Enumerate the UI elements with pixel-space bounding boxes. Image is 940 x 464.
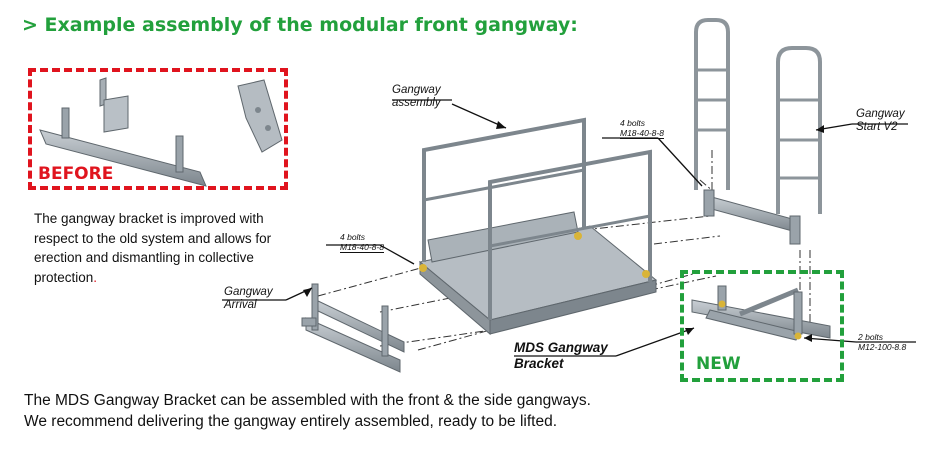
- bolts-right-count: 2 bolts: [858, 332, 884, 342]
- gangway-start-illustration: [694, 18, 822, 245]
- before-label: BEFORE: [38, 164, 114, 184]
- bolts-left-count: 4 bolts: [340, 232, 366, 242]
- gangway-start-label-line1: Gangway: [856, 108, 905, 120]
- gangway-assembly-label: Gangway assembly: [392, 84, 441, 110]
- bolts-right-label: 2 bolts M12-100-8.8: [858, 332, 906, 352]
- gangway-assembly-illustration: [418, 117, 658, 336]
- new-box: [680, 270, 844, 382]
- gangway-assembly-label-line1: Gangway: [392, 84, 441, 96]
- gangway-arrival-label-line2: Arrival: [224, 299, 257, 311]
- gangway-start-label-line2: Start V2: [856, 121, 898, 133]
- gangway-arrival-label: Gangway Arrival: [224, 286, 273, 312]
- footer-line1: The MDS Gangway Bracket can be assembled…: [24, 392, 591, 409]
- bolts-right-spec: M12-100-8.8: [858, 342, 907, 352]
- page-title: > Example assembly of the modular front …: [22, 14, 578, 36]
- bolts-top-label: 4 bolts M18-40-8-8: [620, 118, 664, 139]
- gangway-arrival-label-line1: Gangway: [224, 286, 273, 298]
- gangway-assembly-label-line2: assembly: [392, 97, 441, 109]
- bolts-top-count: 4 bolts: [620, 118, 646, 128]
- description-text: The gangway bracket is improved with res…: [34, 211, 272, 285]
- bolts-left-label: 4 bolts M18-40-8-8: [340, 232, 384, 253]
- mds-bracket-label: MDS Gangway Bracket: [514, 340, 608, 372]
- gangway-start-label: Gangway Start V2: [856, 108, 905, 134]
- before-box: [28, 68, 288, 190]
- leader-arrowheads: [303, 121, 824, 342]
- old-bracket-illustration: [39, 77, 283, 187]
- bracket-description: The gangway bracket is improved with res…: [34, 209, 292, 287]
- description-period: .: [93, 269, 98, 285]
- footer-line2: We recommend delivering the gangway enti…: [24, 413, 558, 430]
- new-label: NEW: [696, 354, 741, 374]
- mds-bracket-label-line2: Bracket: [514, 356, 564, 371]
- footer-text: The MDS Gangway Bracket can be assembled…: [24, 390, 591, 432]
- mds-bracket-label-line1: MDS Gangway: [514, 340, 608, 355]
- gangway-arrival-illustration: [301, 283, 405, 373]
- bolts-top-spec: M18-40-8-8: [620, 128, 664, 139]
- mds-bracket-illustration: [691, 285, 831, 341]
- bolts-left-spec: M18-40-8-8: [340, 242, 384, 253]
